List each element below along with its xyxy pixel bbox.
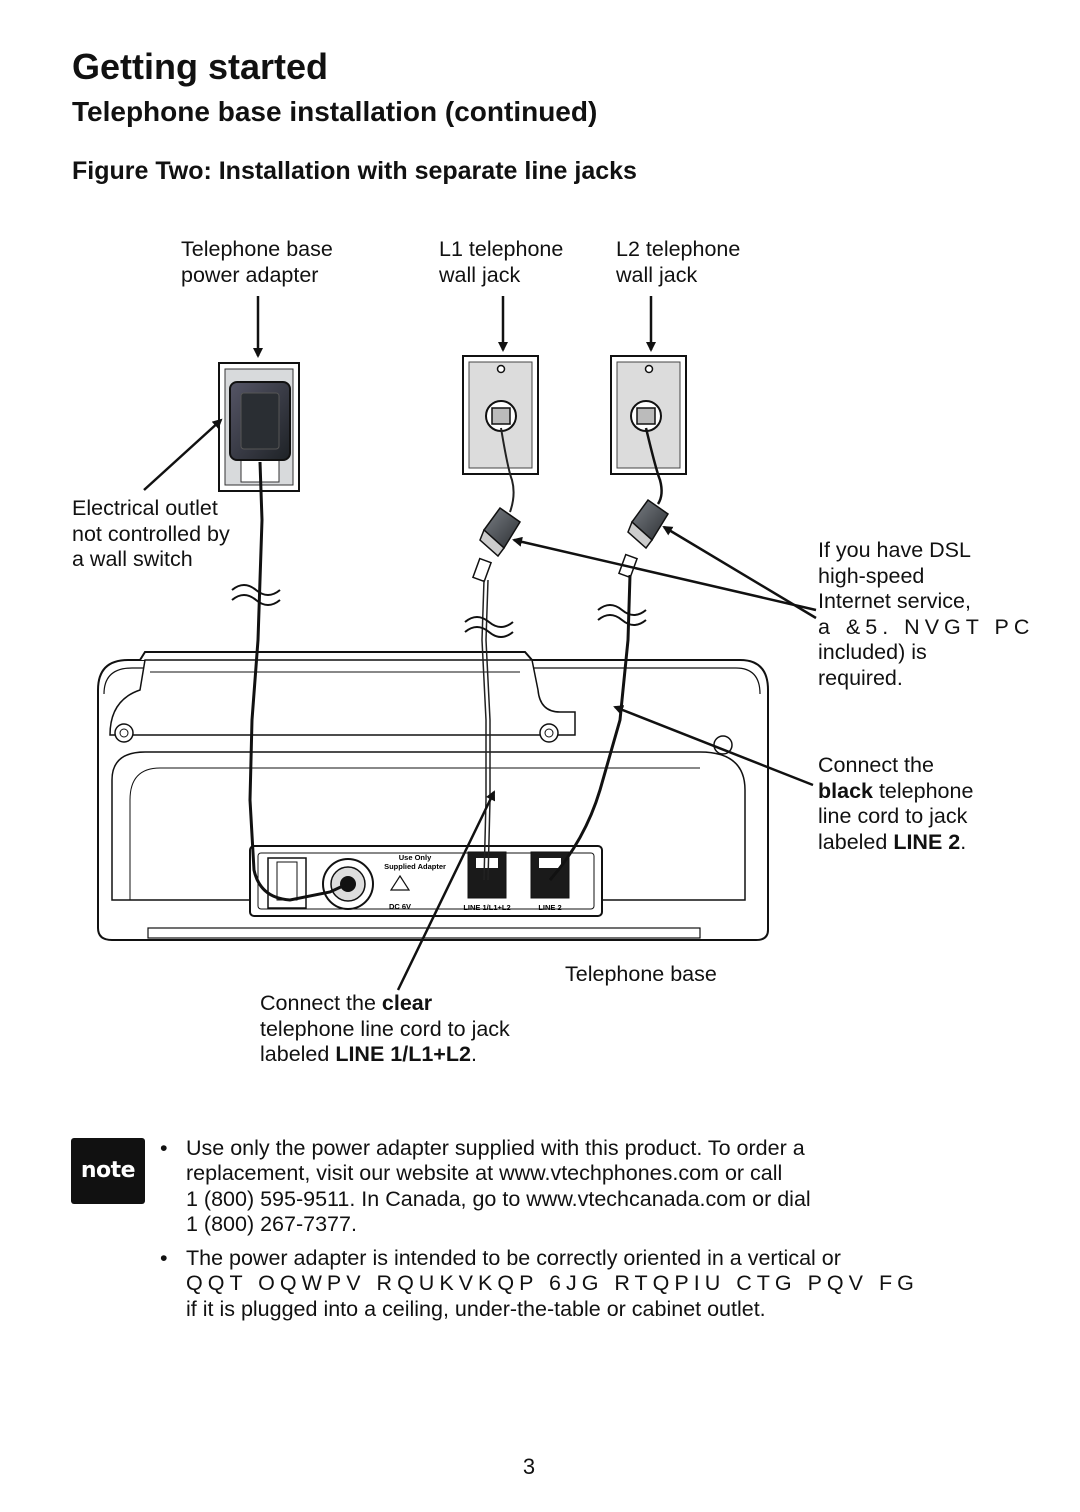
power-adapter xyxy=(229,381,291,461)
callout-line: wall jack xyxy=(616,262,698,287)
callout-line: L2 telephone xyxy=(616,237,741,261)
note-line: QQT OQWPV RQUKVKQP 6JG RTQPIU CTG PQV FG xyxy=(186,1271,919,1296)
dc-label: DC 6V xyxy=(389,902,411,911)
rear-panel xyxy=(249,845,603,917)
outlet-callout: Electrical outlet not controlled by a wa… xyxy=(72,496,230,573)
callout-text: labeled xyxy=(818,829,894,854)
line2-port-label: LINE 2 xyxy=(538,903,561,912)
bullet: • xyxy=(160,1136,168,1160)
emphasis-black: black xyxy=(818,778,873,803)
callout-line: wall jack xyxy=(439,262,521,287)
note-badge: note xyxy=(71,1138,145,1204)
use-only-label: Use Only xyxy=(399,853,432,862)
l1-wall-jack xyxy=(462,355,539,475)
line1-port-label: LINE 1/L1+L2 xyxy=(463,903,510,912)
power-cord xyxy=(248,461,346,902)
note-line: if it is plugged into a ceiling, under-t… xyxy=(186,1296,766,1321)
power-adapter-callout: Telephone base power adapter xyxy=(181,237,333,288)
dsl-callout: If you have DSL high-speed Internet serv… xyxy=(818,538,1080,691)
callout-line: labeled LINE 1/L1+L2. xyxy=(260,1042,510,1068)
callout-text: telephone xyxy=(872,778,974,803)
callout-line: If you have DSL xyxy=(818,538,971,562)
note-item: • Use only the power adapter supplied wi… xyxy=(160,1136,1080,1237)
emphasis-line2: LINE 2 xyxy=(893,829,961,854)
dsl-filter-l1 xyxy=(471,506,522,583)
cord-break-marks xyxy=(231,584,647,638)
black-line-cord xyxy=(548,427,663,881)
note-line: The power adapter is intended to be corr… xyxy=(186,1246,841,1271)
callout-line: required. xyxy=(818,665,903,690)
page-number: 3 xyxy=(522,1454,536,1479)
callout-line: a &5. NVGT PC xyxy=(818,614,1035,639)
callout-line: not controlled by xyxy=(72,521,230,546)
section-title: Telephone base installation (continued) xyxy=(72,96,598,127)
callout-line: Electrical outlet xyxy=(72,496,218,520)
l2-jack-callout: L2 telephone wall jack xyxy=(616,237,740,288)
bullet: • xyxy=(160,1246,168,1271)
note-item: • The power adapter is intended to be co… xyxy=(160,1246,1080,1322)
callout-line: high-speed xyxy=(818,563,925,588)
supplied-adapter-label: Supplied Adapter xyxy=(384,862,446,871)
black-cord-callout: Connect the black telephone line cord to… xyxy=(818,753,973,855)
callout-text: labeled xyxy=(260,1042,336,1066)
callout-line: Telephone base xyxy=(181,237,333,261)
callout-line: included) is xyxy=(818,640,927,664)
callout-line: Connect the xyxy=(818,753,934,777)
callout-text: Connect the xyxy=(260,991,382,1015)
note-line: Use only the power adapter supplied with… xyxy=(186,1136,805,1160)
note-line: 1 (800) 595-9511. In Canada, go to www.v… xyxy=(186,1186,811,1211)
callout-line: labeled LINE 2. xyxy=(818,830,973,856)
emphasis-line1: LINE 1/L1+L2 xyxy=(335,1042,471,1066)
callout-text: . xyxy=(960,829,967,854)
callout-line: telephone line cord to jack xyxy=(260,1016,510,1041)
note-line: replacement, visit our website at www.vt… xyxy=(186,1161,783,1186)
note-line: 1 (800) 267-7377. xyxy=(186,1211,357,1236)
callout-line: Internet service, xyxy=(818,589,971,613)
callout-line: line cord to jack xyxy=(818,804,968,828)
clear-cord-callout: Connect the clear telephone line cord to… xyxy=(260,991,510,1068)
installation-diagram: Use Only Supplied Adapter DC 6V LINE 1/L… xyxy=(97,296,817,991)
note-list: • Use only the power adapter supplied wi… xyxy=(160,1136,1080,1331)
l1-jack-callout: L1 telephone wall jack xyxy=(439,237,563,288)
callout-line: L1 telephone xyxy=(439,237,564,261)
callout-arrows xyxy=(143,296,817,991)
page-title: Getting started xyxy=(72,46,329,87)
callout-line: a wall switch xyxy=(72,547,193,571)
figure-title: Figure Two: Installation with separate l… xyxy=(72,157,637,185)
callout-text: . xyxy=(470,1042,477,1066)
callout-line: Connect the clear xyxy=(260,991,510,1017)
telephone-base-label: Telephone base xyxy=(565,962,717,986)
emphasis-clear: clear xyxy=(381,991,433,1015)
callout-line: black telephone xyxy=(818,779,973,805)
callout-line: power adapter xyxy=(181,262,319,287)
l2-wall-jack xyxy=(610,355,687,475)
